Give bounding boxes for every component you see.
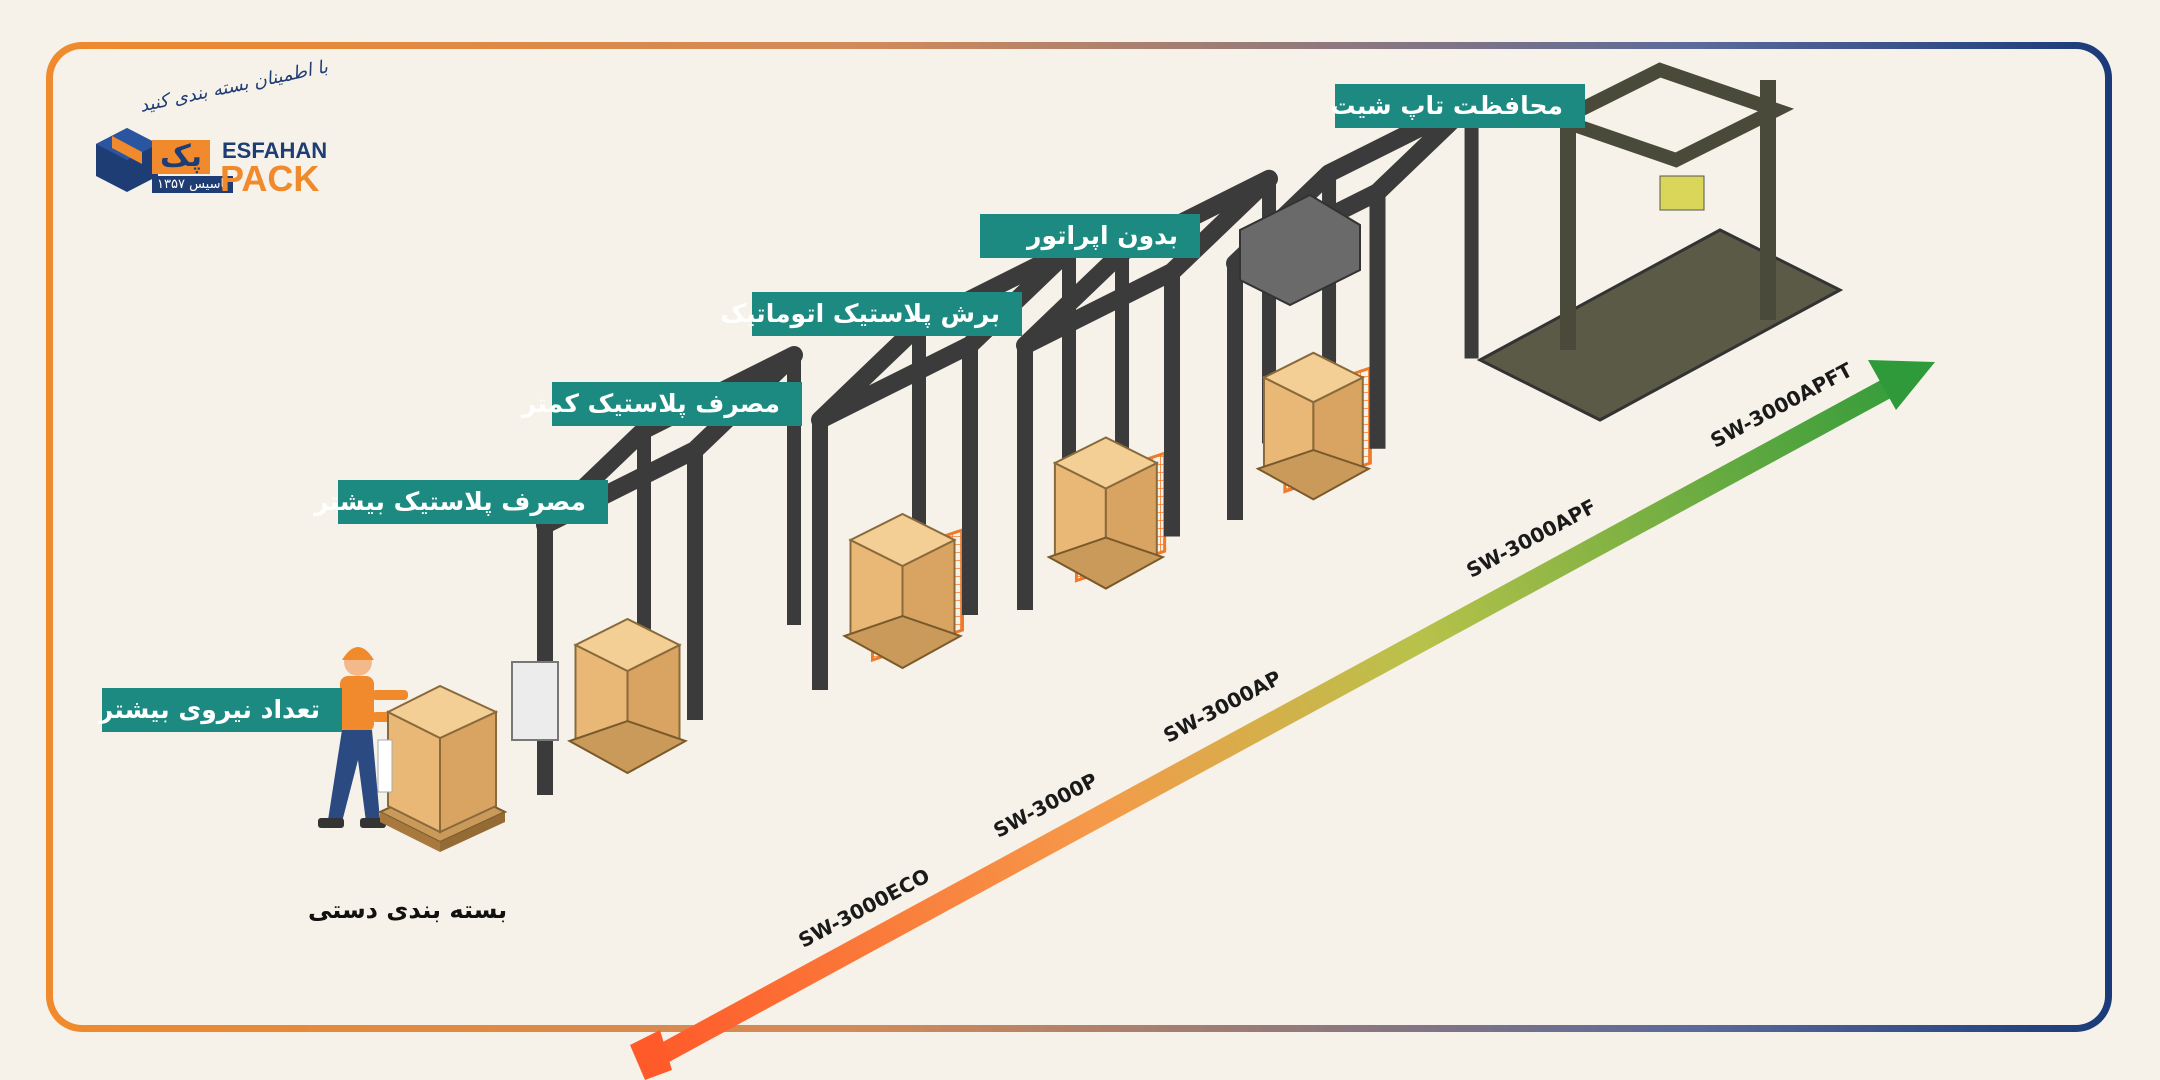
box-top: [1261, 351, 1366, 404]
tag-less-plastic: مصرف پلاستیک کمتر: [522, 382, 802, 426]
wrapping-machine-icon: [1239, 193, 1361, 307]
pallet: [1255, 448, 1372, 501]
gantry-leg: [812, 420, 828, 690]
gantry-leg: [1760, 80, 1776, 320]
brand-founded: تاسیس ۱۳۵۷: [152, 176, 234, 193]
tag-more-labor: تعداد نیروی بیشتر: [99, 688, 342, 732]
gantry-leg: [1164, 271, 1180, 537]
tag-top-sheet: محافظت تاپ شیت: [1330, 84, 1585, 128]
logo-cube-icon: [96, 128, 158, 192]
gantry-leg: [537, 525, 553, 795]
gantry-leg: [962, 345, 978, 615]
box-top: [848, 512, 957, 568]
gantry-top-frame: [1016, 169, 1279, 355]
gradient-arrow-icon: [630, 360, 1935, 1080]
tag-auto-cut: برش پلاستیک اتوماتیک: [721, 292, 1022, 336]
tag-more-plastic: مصرف پلاستیک بیشتر: [314, 480, 608, 524]
pallet: [1046, 536, 1166, 590]
gantry-leg: [1560, 90, 1576, 350]
gantry-leg: [687, 450, 703, 720]
gantry-top-frame: [1541, 62, 1795, 168]
box-top: [573, 617, 682, 673]
box-top: [1052, 436, 1160, 490]
gantry-top-frame: [536, 346, 803, 534]
gantry-leg: [1464, 102, 1479, 359]
brand-name-pack: PACK: [220, 158, 320, 199]
gantry-leg: [1369, 192, 1386, 449]
manual-packing-label: بسته بندی دستی: [308, 896, 508, 924]
conveyor-icon: [1476, 228, 1844, 422]
gantry-leg: [1017, 345, 1033, 610]
tag-no-operator: بدون اپراتور: [980, 214, 1200, 258]
pallet-box-icon: [377, 684, 508, 852]
gantry-leg: [1227, 263, 1243, 520]
brand-name-fa: پک: [152, 140, 210, 174]
top-sheet-unit: [1659, 175, 1705, 211]
control-box: [511, 661, 559, 741]
pallet: [842, 614, 963, 670]
pallet: [567, 719, 688, 775]
brand-name-en: ESFAHAN: [222, 138, 328, 163]
